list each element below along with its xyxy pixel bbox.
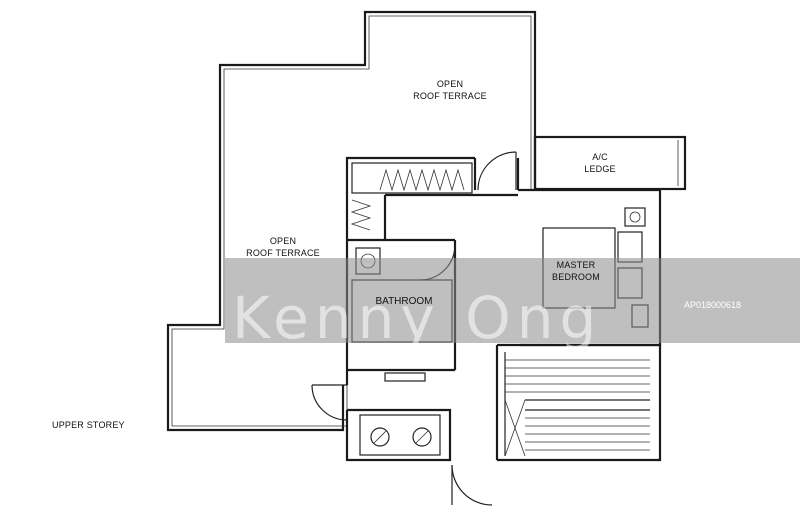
watermark-brand: Kenny Ong: [232, 284, 602, 352]
label-upper-storey: UPPER STOREY: [52, 420, 125, 430]
label-line-1: OPEN: [437, 79, 463, 89]
label-line-1: A/C: [592, 152, 608, 162]
staircase: [504, 352, 650, 457]
ac-ledge: [533, 135, 687, 191]
label-line-1: OPEN: [270, 236, 296, 246]
label-line-2: ROOF TERRACE: [413, 91, 487, 101]
utility-fixtures: [359, 414, 441, 456]
label-line-1: MASTER: [557, 260, 596, 270]
label-ac-ledge: A/C LEDGE: [584, 152, 616, 174]
label-open-roof-terrace-left: OPEN ROOF TERRACE: [246, 236, 320, 258]
label-line-2: BEDROOM: [552, 272, 600, 282]
label-master-bedroom: MASTER BEDROOM: [552, 260, 600, 282]
label-open-roof-terrace-top: OPEN ROOF TERRACE: [413, 79, 487, 101]
watermark-band: [225, 258, 800, 343]
watermark-code: AP018000618: [684, 300, 741, 310]
wardrobe: [350, 162, 473, 231]
label-line-2: LEDGE: [584, 164, 616, 174]
label-bathroom: BATHROOM: [375, 296, 432, 307]
label-line-2: ROOF TERRACE: [246, 248, 320, 258]
terrace-outline: [166, 10, 537, 432]
